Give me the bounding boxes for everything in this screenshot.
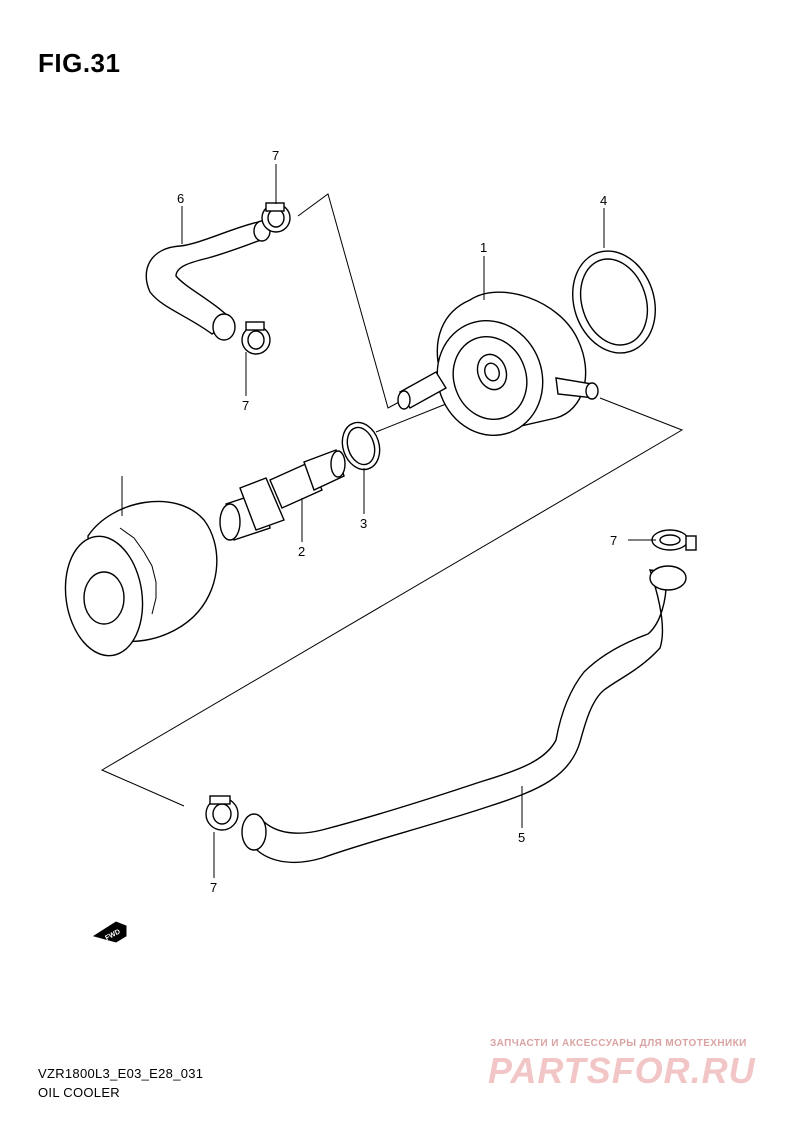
hose-upper[interactable] — [145, 220, 271, 341]
callout-1: 1 — [480, 240, 487, 255]
union-bolt[interactable] — [219, 449, 346, 541]
watermark-tagline: ЗАПЧАСТИ И АКСЕССУАРЫ ДЛЯ МОТОТЕХНИКИ — [490, 1038, 747, 1049]
o-ring-small[interactable] — [336, 418, 385, 475]
clamp-lower-right[interactable] — [651, 529, 697, 551]
watermark-logo: PARTSFOR.RU — [488, 1050, 756, 1091]
callout-3: 3 — [360, 516, 367, 531]
callout-5: 5 — [518, 830, 525, 845]
callout-7-right: 7 — [610, 533, 617, 548]
clamp-upper-left[interactable] — [241, 321, 271, 355]
clamp-lower-left[interactable] — [205, 795, 239, 831]
hose-lower[interactable] — [241, 565, 687, 864]
oil-cooler[interactable] — [397, 291, 599, 450]
callout-7-bottom: 7 — [210, 880, 217, 895]
clamp-upper-right[interactable] — [261, 202, 291, 233]
oil-filter[interactable] — [58, 500, 218, 660]
figure-title: FIG.31 — [38, 48, 121, 78]
diagram-name: OIL COOLER — [38, 1085, 120, 1100]
callout-6: 6 — [177, 191, 184, 206]
callout-7-upper-left: 7 — [242, 398, 249, 413]
diagram-code: VZR1800L3_E03_E28_031 — [38, 1066, 204, 1081]
forward-arrow-icon: FWD — [92, 921, 127, 943]
leader-lines — [121, 164, 656, 878]
callout-2: 2 — [298, 544, 305, 559]
callout-7-top: 7 — [272, 148, 279, 163]
o-ring-large[interactable] — [560, 240, 668, 364]
callout-4: 4 — [600, 193, 607, 208]
